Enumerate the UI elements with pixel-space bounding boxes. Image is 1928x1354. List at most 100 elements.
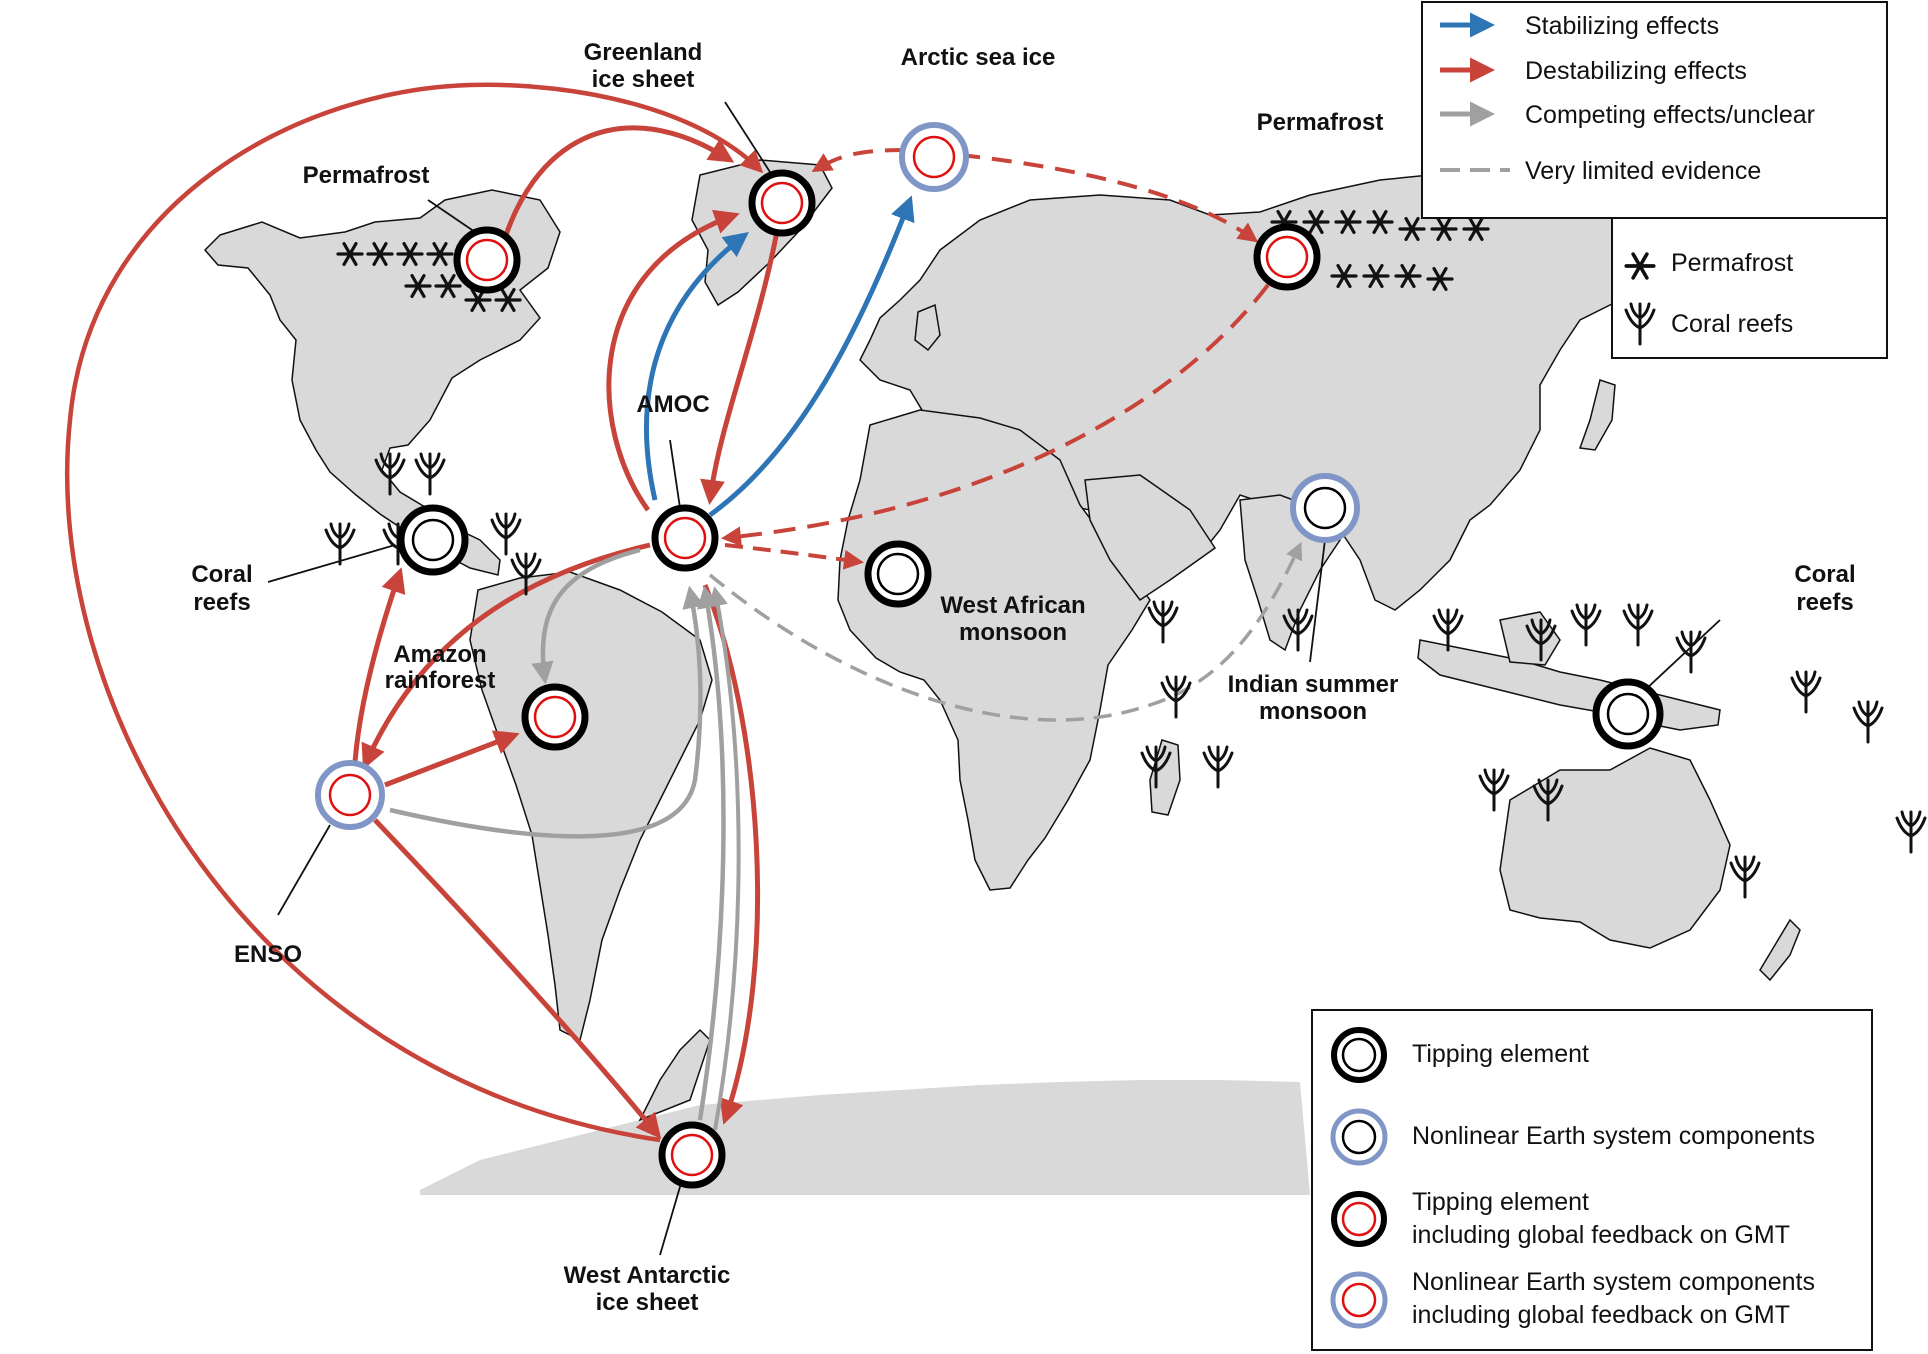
arrow-wais-loop-to-greenland [64, 82, 764, 1143]
node-amoc [651, 504, 719, 572]
label-coral-aus-1: Coral [1794, 561, 1855, 588]
uk-land [914, 303, 941, 352]
arrow-greenland-to-amoc [700, 214, 783, 505]
label-greenland-2: ice sheet [592, 66, 695, 93]
coral-symbol [1478, 768, 1510, 812]
australia-land [1499, 747, 1731, 949]
coral-symbol [1852, 700, 1884, 744]
leader-greenland [724, 101, 771, 173]
coral-symbol [490, 512, 522, 556]
node-labels: Greenland ice sheet Arctic sea ice Perma… [191, 39, 1855, 1316]
node-permafrost-na [453, 226, 521, 294]
arrow-arctic-to-greenland-dashed [811, 148, 906, 173]
label-ism-2: monsoon [1259, 698, 1367, 725]
node-arctic-sea-ice [899, 122, 969, 192]
legend-nodes-box [1311, 1009, 1873, 1351]
legend-competing-label: Competing effects/unclear [1525, 101, 1815, 129]
label-amazon-2: rainforest [385, 667, 496, 694]
leader-na-permafrost [427, 199, 479, 235]
node-coral-australia [1592, 678, 1664, 750]
leader-coral-am [267, 544, 396, 583]
arrow-amoc-to-arctic-stab [708, 195, 915, 518]
new-zealand-land [1759, 918, 1801, 982]
leader-lines [267, 101, 1721, 1256]
legend-destabilizing-label: Destabilizing effects [1525, 57, 1747, 85]
leader-ism [1309, 539, 1326, 663]
legend-nonlinear-label: Nonlinear Earth system components [1412, 1122, 1815, 1150]
legend-coral-label: Coral reefs [1671, 310, 1793, 338]
label-coral-aus-2: reefs [1796, 589, 1853, 616]
legend-permafrost-label: Permafrost [1671, 249, 1793, 277]
legend-tipping-gmt-icon [1331, 1191, 1387, 1247]
indonesia-land [1417, 639, 1721, 731]
label-wais-1: West Antarctic [564, 1262, 731, 1289]
legend-symbols: Permafrost Coral reefs [1611, 217, 1888, 359]
coral-symbol [1729, 855, 1761, 899]
node-west-antarctic [658, 1121, 726, 1189]
legend-tipping-label: Tipping element [1412, 1040, 1589, 1068]
arrow-amoc-to-amazon-grey [531, 547, 641, 685]
node-permafrost-siberia [1253, 223, 1321, 291]
legend-nonlinear-gmt-label-2: including global feedback on GMT [1412, 1301, 1790, 1329]
label-permafrost-na: Permafrost [303, 162, 430, 189]
leader-amoc [669, 439, 681, 509]
label-amoc: AMOC [636, 391, 709, 418]
label-ism-1: Indian summer [1228, 671, 1399, 698]
legend-arrows-box [1421, 1, 1888, 219]
arrow-amoc-to-greenland [606, 209, 740, 512]
nodes [315, 122, 1664, 1189]
arrow-wais-to-amoc-grey-2 [708, 586, 741, 1131]
arrow-enso-to-coral [352, 567, 406, 763]
arrow-enso-to-amoc-grey [389, 585, 705, 839]
arrow-amoc-to-waf-dashed [724, 543, 864, 570]
node-amazon [521, 683, 589, 751]
arrow-enso-to-wais [373, 818, 662, 1139]
coral-symbol [1622, 603, 1654, 647]
legend-symbols-box [1611, 217, 1888, 359]
legend-tipping-gmt-label-2: including global feedback on GMT [1412, 1221, 1790, 1249]
node-west-african-monsoon [864, 540, 932, 608]
leader-enso [277, 824, 331, 916]
label-wais-2: ice sheet [596, 1289, 699, 1316]
label-amazon-1: Amazon [393, 641, 486, 668]
legend-nonlinear-gmt-label-1: Nonlinear Earth system components [1412, 1268, 1815, 1296]
arrow-enso-to-amazon [384, 730, 520, 788]
arrow-amoc-to-enso [361, 542, 651, 770]
leader-wais [659, 1179, 683, 1256]
label-coral-am-1: Coral [191, 561, 252, 588]
label-permafrost-siberia: Permafrost [1257, 109, 1384, 136]
label-waf-1: West African [940, 592, 1085, 619]
coral-symbol [1895, 810, 1927, 854]
legend-limited-label: Very limited evidence [1525, 157, 1761, 185]
legend-nonlinear-icon [1330, 1108, 1388, 1166]
arabia-land [1084, 474, 1217, 602]
antarctic-peninsula-land [638, 1028, 711, 1122]
connections [64, 82, 1303, 1143]
borneo-land [1499, 611, 1561, 666]
leader-coral-aus [1644, 619, 1721, 691]
label-waf-2: monsoon [959, 619, 1067, 646]
arrow-na-permafrost-to-greenland [497, 125, 735, 256]
arrow-siberia-to-amoc-dashed [721, 283, 1270, 547]
node-coral-americas [397, 504, 469, 576]
legend-nodes: Tipping element Nonlinear Earth system c… [1311, 1009, 1873, 1351]
coral-symbol [414, 452, 446, 496]
japan-land [1578, 379, 1616, 451]
node-enso [315, 760, 385, 830]
coral-symbol [1147, 600, 1179, 644]
arrow-wais-to-amoc-grey-1 [697, 585, 726, 1121]
south-america-land [469, 571, 713, 1042]
legend-nonlinear-gmt-icon [1330, 1271, 1388, 1329]
label-enso: ENSO [234, 941, 302, 968]
coral-symbol [1790, 670, 1822, 714]
node-indian-summer-monsoon [1290, 473, 1360, 543]
legend-tipping-gmt-label-1: Tipping element [1412, 1188, 1589, 1216]
label-coral-am-2: reefs [193, 589, 250, 616]
node-greenland [748, 169, 816, 237]
arrow-amoc-to-ism-dashed [708, 541, 1303, 722]
africa-land [837, 409, 1151, 891]
arrow-amoc-to-greenland-stab [643, 231, 749, 501]
label-arctic-sea-ice: Arctic sea ice [901, 44, 1056, 71]
label-greenland-1: Greenland [584, 39, 703, 66]
